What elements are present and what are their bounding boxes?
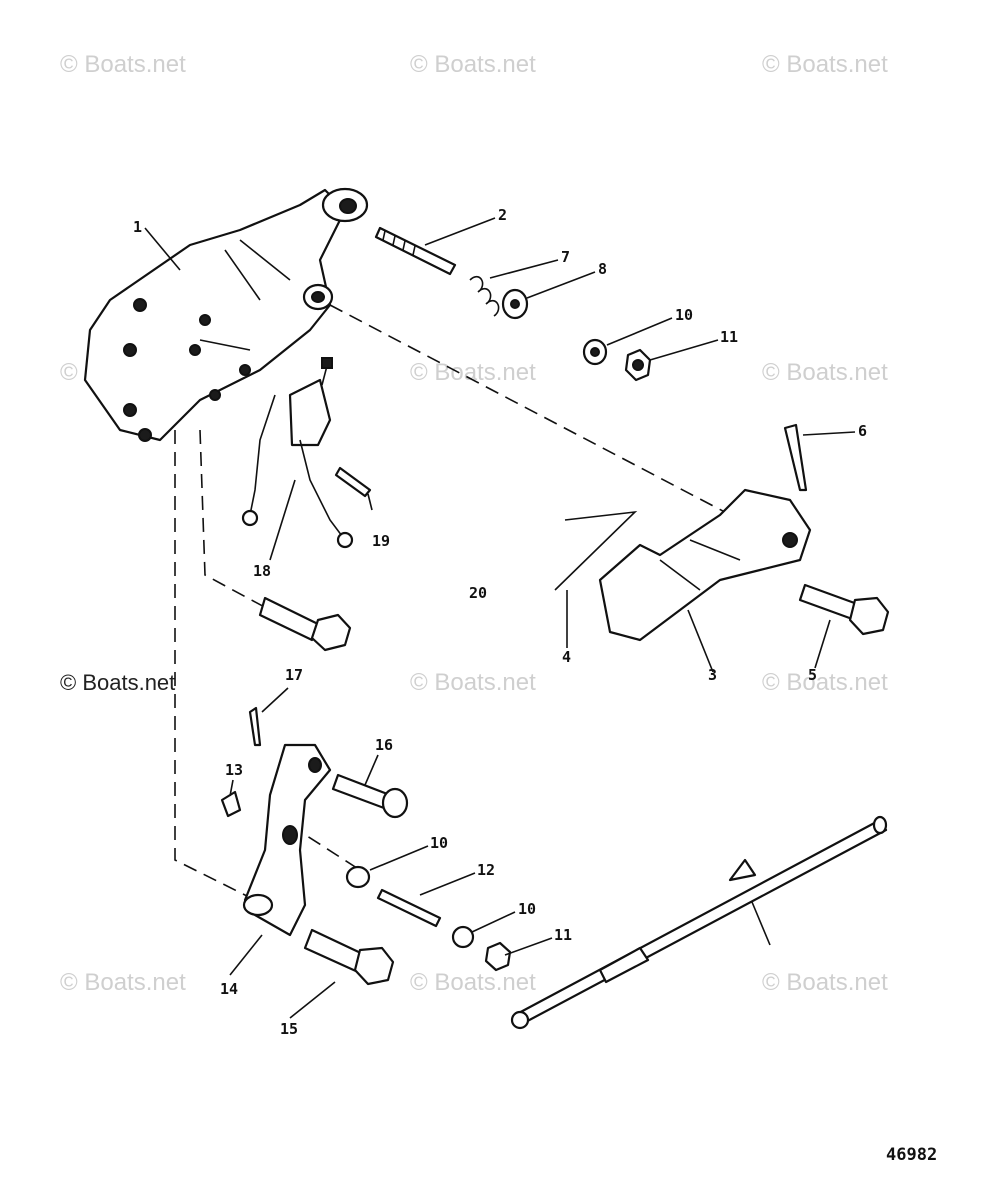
part-12-stud bbox=[376, 888, 442, 928]
callout-12: 12 bbox=[477, 861, 495, 879]
callout-1: 1 bbox=[133, 218, 142, 236]
watermark: © Boats.net bbox=[410, 669, 536, 696]
callout-10: 10 bbox=[675, 306, 693, 324]
watermark: © Boats.net bbox=[60, 51, 186, 78]
watermark: © Boats.net bbox=[410, 969, 536, 996]
callout-13: 13 bbox=[225, 761, 243, 779]
part-13-clip bbox=[220, 790, 242, 818]
callout-10: 10 bbox=[430, 834, 448, 852]
part-19-screw bbox=[334, 466, 372, 498]
assembly-line bbox=[199, 429, 271, 611]
watermark: © Boats.net bbox=[410, 359, 536, 386]
callout-7: 7 bbox=[561, 248, 570, 266]
watermark: © Boats.net bbox=[762, 51, 888, 78]
part-6-cotter-pin bbox=[783, 423, 808, 492]
callout-10: 10 bbox=[518, 900, 536, 918]
callout-2: 2 bbox=[498, 206, 507, 224]
figure-number: 46982 bbox=[886, 1145, 937, 1165]
part-16-pin bbox=[331, 773, 409, 819]
part-15-bolt bbox=[303, 928, 395, 986]
callout-11: 11 bbox=[554, 926, 572, 944]
watermark: © Boats.net bbox=[60, 670, 175, 695]
watermark: © Boats.net bbox=[762, 669, 888, 696]
part-4-wire bbox=[554, 510, 638, 591]
watermark: © Boats.net bbox=[60, 969, 186, 996]
callouts: 1 2 7 8 10 11 6 19 18 20 4 3 5 17 16 13 … bbox=[133, 206, 867, 1038]
callout-16: 16 bbox=[375, 736, 393, 754]
watermark: © Boats.net bbox=[762, 969, 888, 996]
callout-8: 8 bbox=[598, 260, 607, 278]
part-10-washer bbox=[345, 865, 371, 889]
part-14-link-arm bbox=[242, 743, 332, 937]
part-10-washer-hole bbox=[590, 347, 600, 357]
part-18-switch bbox=[241, 357, 354, 549]
part-11-nut-hole bbox=[632, 359, 644, 371]
part-11-nut bbox=[484, 941, 512, 972]
callout-5: 5 bbox=[808, 666, 817, 684]
assembly-line bbox=[329, 304, 741, 521]
shift-rod bbox=[510, 815, 888, 1030]
part-7-spring bbox=[469, 275, 500, 317]
watermark: © Boats.net bbox=[410, 51, 536, 78]
callout-19: 19 bbox=[372, 532, 390, 550]
leader-lines bbox=[144, 217, 856, 1019]
callout-3: 3 bbox=[708, 666, 717, 684]
part-5-bolt bbox=[798, 583, 890, 636]
part-2-stud bbox=[374, 226, 457, 276]
callout-20: 20 bbox=[469, 584, 487, 602]
callout-18: 18 bbox=[253, 562, 271, 580]
callout-14: 14 bbox=[220, 980, 238, 998]
callout-6: 6 bbox=[858, 422, 867, 440]
part-20-bolt bbox=[258, 596, 352, 652]
watermark: © Boats.net bbox=[762, 359, 888, 386]
part-3-shift-lever bbox=[598, 488, 812, 642]
callout-4: 4 bbox=[562, 648, 571, 666]
part-10-washer bbox=[451, 925, 475, 949]
callout-11: 11 bbox=[720, 328, 738, 346]
assembly-line bbox=[174, 430, 256, 901]
part-8-washer-hole bbox=[510, 299, 520, 309]
part-1-bracket bbox=[83, 187, 369, 442]
part-17-cotter-pin bbox=[248, 706, 262, 747]
callout-17: 17 bbox=[285, 666, 303, 684]
callout-15: 15 bbox=[280, 1020, 298, 1038]
